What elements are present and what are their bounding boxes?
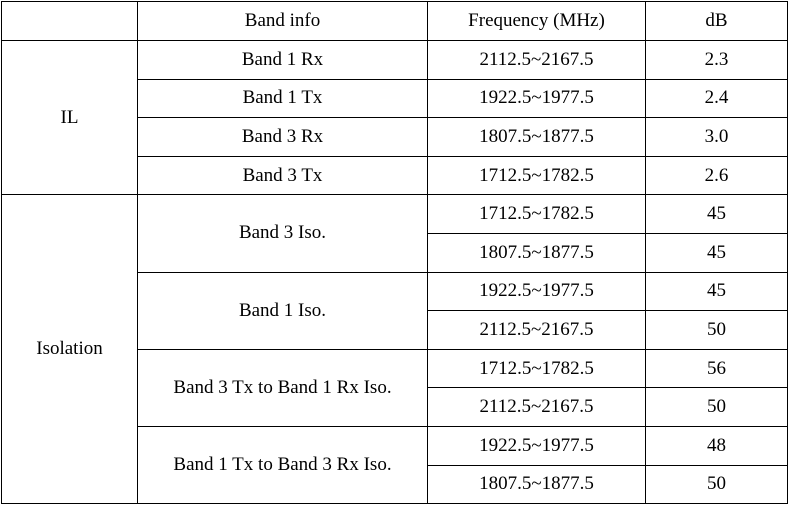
db-cell: 3.0 xyxy=(645,117,788,157)
table-row: Band 3 Tx 1712.5~1782.5 2.6 xyxy=(2,155,788,196)
db-cell: 50 xyxy=(645,310,788,350)
table-row: 1807.5~1877.5 45 xyxy=(2,232,788,273)
db-cell: 45 xyxy=(645,232,788,273)
group-label-isolation: Isolation xyxy=(1,194,138,505)
header-row: Band info Frequency (MHz) dB xyxy=(1,1,788,41)
band-name: Band 1 Tx to Band 3 Rx Iso. xyxy=(137,425,428,505)
header-category xyxy=(1,1,138,41)
db-cell: 50 xyxy=(645,387,788,427)
db-cell: 50 xyxy=(645,464,788,505)
table-row: Band 1 Tx 1922.5~1977.5 2.4 xyxy=(2,78,788,119)
table-row: Band 3 Tx to Band 1 Rx Iso. 1712.5~1782.… xyxy=(2,348,788,427)
table-row: IL Band 1 Rx 2112.5~2167.5 2.3 xyxy=(1,39,788,196)
band-name: Band 3 Rx xyxy=(137,117,428,157)
db-cell: 56 xyxy=(645,348,788,389)
table-row: 1807.5~1877.5 50 xyxy=(2,464,788,505)
band-name: Band 1 Tx xyxy=(137,78,428,119)
frequency-cell: 2112.5~2167.5 xyxy=(427,387,646,427)
frequency-cell: 1922.5~1977.5 xyxy=(427,271,646,312)
db-cell: 45 xyxy=(645,194,788,234)
table-row: Isolation Band 3 Iso. 1712.5~1782.5 45 xyxy=(1,194,788,505)
header-frequency: Frequency (MHz) xyxy=(427,1,646,41)
db-cell: 2.4 xyxy=(645,78,788,119)
band-name: Band 1 Iso. xyxy=(137,271,428,350)
frequency-cell: 1712.5~1782.5 xyxy=(427,194,646,234)
frequency-cell: 1922.5~1977.5 xyxy=(427,78,646,119)
band-name: Band 3 Tx xyxy=(137,155,428,196)
frequency-cell: 1807.5~1877.5 xyxy=(427,464,646,505)
table-row: 2112.5~2167.5 50 xyxy=(2,310,788,350)
table-row: Band 3 Rx 1807.5~1877.5 3.0 xyxy=(2,117,788,157)
frequency-cell: 1712.5~1782.5 xyxy=(427,155,646,196)
table-row: 2112.5~2167.5 50 xyxy=(2,387,788,427)
db-cell: 2.6 xyxy=(645,155,788,196)
db-cell: 48 xyxy=(645,425,788,466)
frequency-cell: 1712.5~1782.5 xyxy=(427,348,646,389)
band-name: Band 1 Rx xyxy=(137,40,428,80)
header-db: dB xyxy=(645,1,788,41)
frequency-cell: 1807.5~1877.5 xyxy=(427,117,646,157)
band-name: Band 3 Iso. xyxy=(137,194,428,273)
frequency-cell: 1922.5~1977.5 xyxy=(427,425,646,466)
frequency-cell: 2112.5~2167.5 xyxy=(427,310,646,350)
table-row: Band 1 Tx to Band 3 Rx Iso. 1922.5~1977.… xyxy=(2,425,788,505)
db-cell: 2.3 xyxy=(645,40,788,80)
frequency-cell: 2112.5~2167.5 xyxy=(427,40,646,80)
header-band-info: Band info xyxy=(137,1,428,41)
group-label-il: IL xyxy=(1,39,138,196)
table-row: Band 1 Iso. 1922.5~1977.5 45 xyxy=(2,271,788,350)
db-cell: 45 xyxy=(645,271,788,312)
frequency-cell: 1807.5~1877.5 xyxy=(427,232,646,273)
band-name: Band 3 Tx to Band 1 Rx Iso. xyxy=(137,348,428,427)
